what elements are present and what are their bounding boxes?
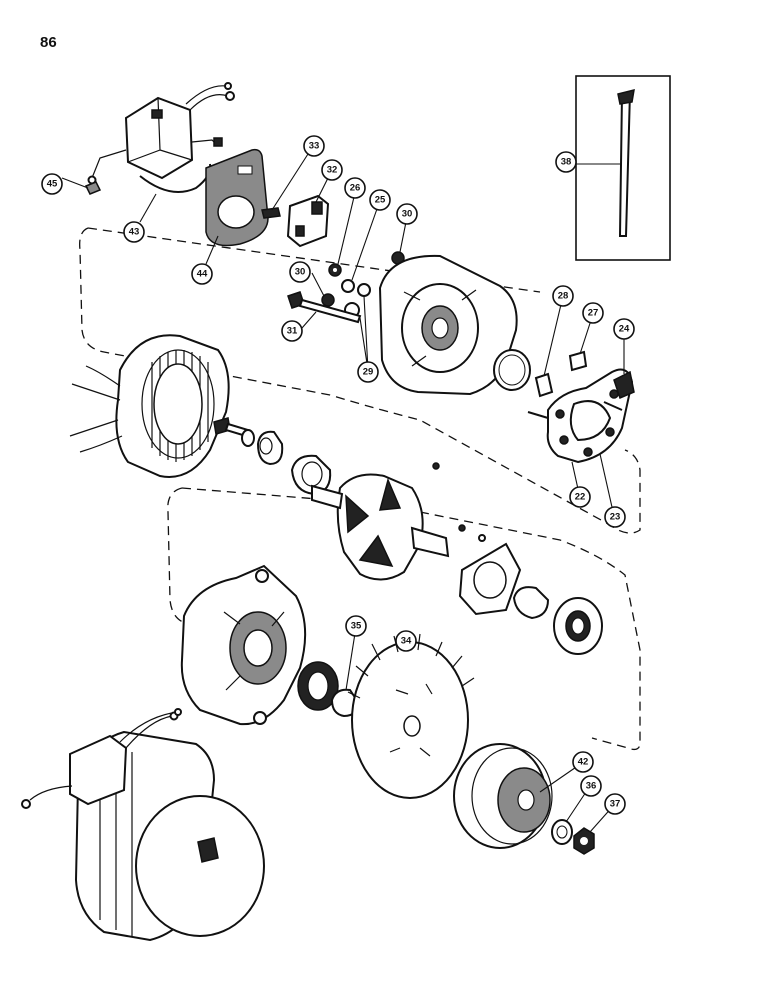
svg-text:33: 33 (309, 141, 320, 152)
pulley-42 (453, 743, 553, 849)
nut-30-lower (321, 293, 335, 307)
svg-text:23: 23 (610, 512, 621, 523)
callout-26: 26 (344, 177, 366, 199)
svg-text:29: 29 (363, 367, 374, 378)
bushing-28 (534, 372, 554, 398)
svg-text:27: 27 (588, 308, 599, 319)
brush-holder-32 (286, 194, 330, 248)
svg-text:35: 35 (351, 621, 362, 632)
svg-text:42: 42 (578, 757, 589, 768)
fan-34 (347, 633, 475, 799)
bearing-rear (553, 597, 603, 655)
svg-text:31: 31 (287, 326, 298, 337)
svg-text:25: 25 (375, 195, 386, 206)
callout-29: 29 (357, 361, 379, 383)
svg-text:43: 43 (129, 227, 140, 238)
nut-26 (328, 263, 342, 277)
callout-32: 32 (321, 159, 343, 181)
svg-text:28: 28 (558, 291, 569, 302)
svg-text:30: 30 (402, 209, 413, 220)
bolt-45 (84, 181, 102, 195)
callout-45: 45 (41, 173, 63, 195)
bearing-front (290, 454, 332, 496)
rotor (311, 462, 450, 581)
svg-text:37: 37 (610, 799, 621, 810)
seal-ring (493, 349, 531, 391)
screw-33 (261, 207, 281, 219)
washer-25 (341, 279, 355, 293)
spacer-front (256, 430, 284, 466)
svg-text:38: 38 (561, 157, 572, 168)
callout-28: 28 (552, 285, 574, 307)
rectifier-bridge (527, 368, 635, 464)
washer-36 (551, 819, 573, 845)
gasket-44 (205, 148, 269, 247)
lower-assembly-dashed-outline (167, 487, 641, 751)
upper-assembly-dashed-outline (79, 227, 641, 534)
regulator-harness (87, 82, 235, 193)
callout-30-upper: 30 (396, 203, 418, 225)
thru-bolt-38 (617, 88, 635, 237)
bolt-31 (287, 291, 362, 324)
svg-text:22: 22 (575, 492, 586, 503)
callout-35: 35 (345, 615, 367, 637)
callout-37: 37 (604, 793, 626, 815)
svg-text:36: 36 (586, 781, 597, 792)
callout-34: 34 (395, 630, 417, 652)
page-number: 86 (40, 34, 57, 51)
callout-25: 25 (369, 189, 391, 211)
callout-31: 31 (281, 320, 303, 342)
slip-ring-end-housing (378, 254, 518, 396)
callout-23: 23 (604, 506, 626, 528)
bearing-retainer (458, 524, 522, 616)
callout-38: 38 (555, 151, 577, 173)
callout-27: 27 (582, 302, 604, 324)
svg-text:32: 32 (327, 165, 338, 176)
callout-44: 44 (191, 263, 213, 285)
bushing-27 (568, 350, 588, 372)
seal (297, 661, 339, 711)
svg-text:45: 45 (47, 179, 58, 190)
assembled-alternator (21, 708, 265, 942)
callout-24: 24 (613, 318, 635, 340)
svg-text:26: 26 (350, 183, 361, 194)
drive-end-housing (180, 564, 307, 726)
spacer-rear (512, 586, 550, 620)
callout-33: 33 (303, 135, 325, 157)
callout-36: 36 (580, 775, 602, 797)
nut-37 (573, 827, 595, 855)
callout-30-lower: 30 (289, 261, 311, 283)
svg-text:44: 44 (197, 269, 208, 280)
svg-text:24: 24 (619, 324, 630, 335)
stator (69, 334, 230, 478)
svg-text:30: 30 (295, 267, 306, 278)
callout-42: 42 (572, 751, 594, 773)
washer-small (241, 429, 255, 447)
lower-assembly-dashed-top (181, 487, 331, 501)
callout-22: 22 (569, 486, 591, 508)
callout-43: 43 (123, 221, 145, 243)
svg-text:34: 34 (401, 636, 412, 647)
